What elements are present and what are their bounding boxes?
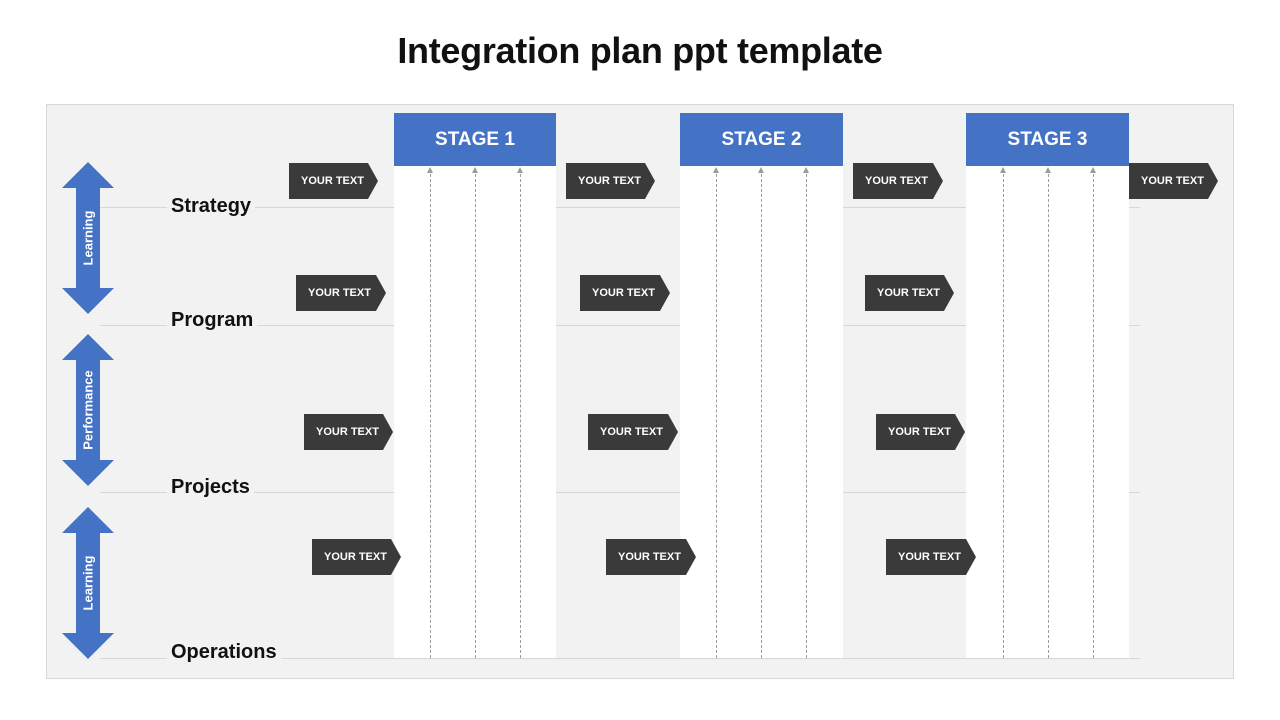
dashed-arrow-up-icon [758, 167, 764, 658]
stage-3-header: STAGE 3 [966, 113, 1129, 166]
row-label-operations: Operations [167, 640, 281, 664]
row-line-program [100, 325, 1140, 326]
double-arrow-performance: Performance [62, 334, 114, 486]
text-tag: YOUR TEXT [296, 275, 386, 311]
dashed-arrow-up-icon [472, 167, 478, 658]
double-arrow-icon [62, 162, 114, 314]
double-arrow-learning-bottom: Learning [62, 507, 114, 659]
row-line-operations [100, 658, 1140, 659]
text-tag: YOUR TEXT [853, 163, 943, 199]
double-arrow-icon [62, 507, 114, 659]
dashed-arrow-up-icon [803, 167, 809, 658]
text-tag: YOUR TEXT [312, 539, 401, 575]
text-tag: YOUR TEXT [606, 539, 696, 575]
row-label-projects: Projects [167, 475, 254, 499]
text-tag: YOUR TEXT [289, 163, 378, 199]
side-arrow-label: Learning [80, 555, 96, 611]
row-line-strategy [100, 207, 1140, 208]
side-arrow-label: Learning [80, 210, 96, 266]
text-tag: YOUR TEXT [876, 414, 965, 450]
row-label-strategy: Strategy [167, 194, 256, 218]
page-title: Integration plan ppt template [397, 30, 883, 71]
text-tag: YOUR TEXT [588, 414, 678, 450]
side-arrow-label: Performance [80, 370, 96, 450]
row-label-program: Program [167, 308, 258, 332]
stage-3-column [966, 166, 1129, 658]
dashed-arrow-up-icon [1045, 167, 1051, 658]
stage-2-header: STAGE 2 [680, 113, 843, 166]
double-arrow-learning-top: Learning [62, 162, 114, 314]
text-tag: YOUR TEXT [304, 414, 393, 450]
dashed-arrow-up-icon [1090, 167, 1096, 658]
dashed-arrow-up-icon [713, 167, 719, 658]
row-line-projects [100, 492, 1140, 493]
dashed-arrow-up-icon [517, 167, 523, 658]
text-tag: YOUR TEXT [886, 539, 976, 575]
dashed-arrow-up-icon [1000, 167, 1006, 658]
text-tag: YOUR TEXT [865, 275, 954, 311]
text-tag: YOUR TEXT [580, 275, 670, 311]
text-tag: YOUR TEXT [566, 163, 655, 199]
text-tag: YOUR TEXT [1129, 163, 1218, 199]
double-arrow-icon [62, 334, 114, 486]
stage-1-header: STAGE 1 [394, 113, 556, 166]
dashed-arrow-up-icon [427, 167, 433, 658]
